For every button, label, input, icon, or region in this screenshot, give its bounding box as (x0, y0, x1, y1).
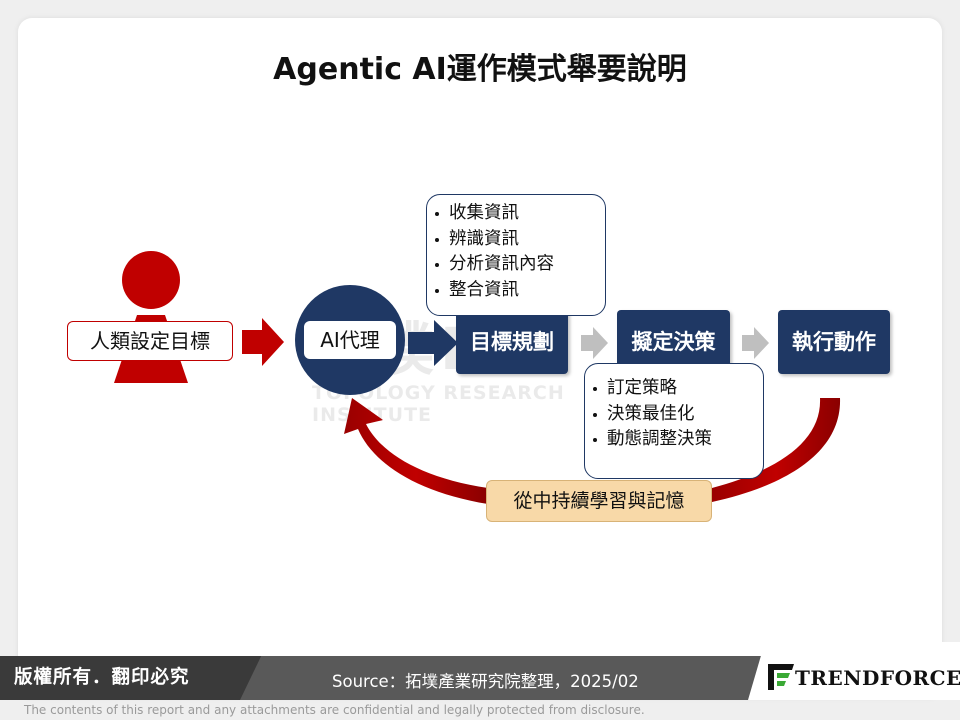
trendforce-logo-icon (768, 664, 794, 690)
brand-name: TRENDFORCE (795, 666, 960, 690)
left-feedback-arc (344, 398, 488, 504)
agent-label: AI代理 (304, 321, 396, 359)
disclaimer-text: The contents of this report and any atta… (24, 703, 645, 717)
human-goal-label: 人類設定目標 (67, 321, 233, 361)
copyright-text: 版權所有．翻印必究 (14, 667, 190, 688)
planning-bullet: 收集資訊 (427, 201, 605, 227)
decide-to-act-arrow (742, 327, 769, 359)
goal-arrow (242, 318, 284, 366)
step-planning: 目標規劃 (456, 310, 568, 374)
brand-panel: TRENDFORCE (748, 642, 960, 700)
decision-bullet: 動態調整決策 (585, 427, 763, 453)
planning-details-bubble: 收集資訊 辨識資訊 分析資訊內容 整合資訊 (426, 194, 606, 316)
planning-bullet: 分析資訊內容 (427, 252, 605, 278)
decision-bullet: 訂定策略 (585, 376, 763, 402)
agent-to-plan-arrow (408, 320, 458, 366)
planning-bullet: 整合資訊 (427, 278, 605, 304)
source-text: Source：拓墣產業研究院整理，2025/02 (332, 672, 639, 691)
decision-bullet: 決策最佳化 (585, 402, 763, 428)
footer-source-panel (240, 656, 770, 700)
footer-dark-panel (0, 656, 262, 700)
feedback-label: 從中持續學習與記憶 (486, 480, 712, 522)
right-feedback-arc (712, 398, 841, 502)
plan-to-decide-arrow (581, 327, 608, 359)
slide-title: Agentic AI運作模式舉要說明 (273, 52, 687, 87)
person-icon (114, 251, 188, 383)
planning-bullet: 辨識資訊 (427, 227, 605, 253)
decision-details-bubble: 訂定策略 決策最佳化 動態調整決策 (584, 363, 764, 479)
step-action: 執行動作 (778, 310, 890, 374)
